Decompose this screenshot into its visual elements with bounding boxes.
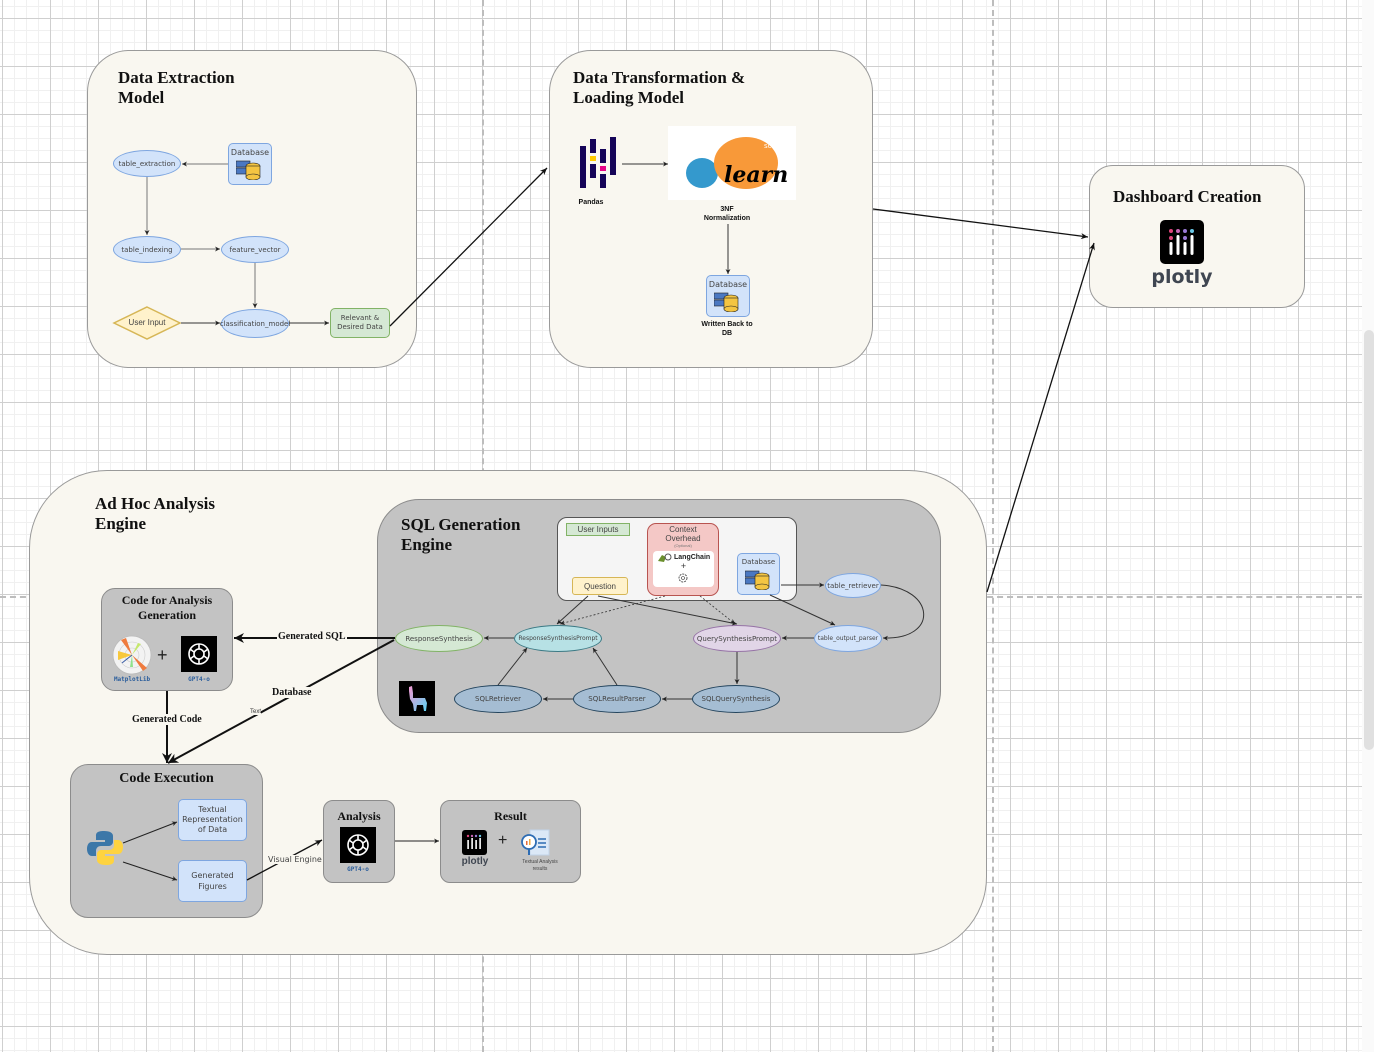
response-synthesis-prompt-node[interactable]: ResponseSynthesisPrompt (514, 625, 602, 652)
sql-engine-title: SQL Generation Engine (401, 515, 521, 554)
database-label: Database (708, 280, 748, 289)
node-label: SQLQuerySynthesis (701, 695, 771, 703)
plotly-logo-icon (462, 830, 487, 855)
user-inputs-text: User Inputs (577, 525, 619, 534)
sklearn-logo-icon: scikit learn (686, 137, 788, 189)
question-label: Question (583, 582, 617, 591)
result-panel[interactable] (440, 800, 581, 883)
sql-retriever-node[interactable]: SQLRetriever (454, 685, 542, 713)
user-input-label: User Input (128, 318, 166, 327)
document-search-icon (521, 829, 550, 856)
node-label: Textual Representation of Data (182, 805, 243, 834)
page-boundary-vertical (992, 0, 994, 1052)
normalization-label: 3NF Normalization (703, 206, 751, 222)
result-title: Result (494, 809, 527, 823)
plus-sign: + (498, 832, 508, 849)
visual-engine-label: Visual Engine (268, 855, 322, 864)
plus-sign: + (680, 561, 687, 571)
context-optional-label: (Optional) (674, 543, 692, 548)
node-label: table_extraction (118, 159, 176, 168)
database-label: Database (741, 558, 776, 566)
database-icon (236, 160, 261, 180)
node-label: SQLRetriever (475, 695, 521, 703)
classification-model-node[interactable]: classification_model (219, 309, 291, 338)
langchain-parrot-icon (658, 553, 672, 562)
sql-query-synthesis-node[interactable]: SQLQuerySynthesis (692, 685, 780, 713)
matplotlib-logo-icon (112, 635, 152, 675)
sklearn-learn-text: learn (724, 162, 788, 188)
vertical-scrollbar-thumb[interactable] (1364, 330, 1374, 750)
node-label: table_output_parser (817, 635, 879, 642)
text-edge-label: Text (250, 709, 262, 715)
database-icon (745, 570, 770, 590)
node-label: table_indexing (121, 245, 173, 254)
database-edge-label: Database (271, 687, 313, 698)
adhoc-title: Ad Hoc Analysis Engine (95, 494, 215, 533)
sklearn-logo: scikit learn (668, 126, 796, 200)
response-synthesis-node[interactable]: ResponseSynthesis (395, 625, 483, 652)
textual-analysis-label: Textual Analysis results (522, 859, 558, 872)
plus-sign: + (157, 645, 168, 665)
table-indexing-node[interactable]: table_indexing (113, 236, 181, 263)
database-label: Database (230, 148, 270, 157)
generated-figures-node[interactable]: Generated Figures (178, 860, 247, 902)
openai-logo-icon (181, 636, 217, 672)
data-transformation-title: Data Transformation & Loading Model (573, 68, 746, 107)
generated-code-label: Generated Code (131, 714, 203, 725)
node-label: SQLResultParser (588, 695, 646, 703)
langchain-label: LangChain (674, 554, 711, 561)
gpt-label: GPT4-o (347, 866, 369, 873)
question-node[interactable]: Question (572, 577, 628, 595)
user-inputs-label: User Inputs (566, 523, 630, 536)
python-logo-icon (87, 831, 123, 865)
dashboard-title: Dashboard Creation (1113, 187, 1262, 206)
node-label: ResponseSynthesisPrompt (518, 635, 598, 642)
openai-icon (678, 573, 688, 583)
code-generation-title: Code for Analysis Generation (121, 593, 213, 622)
node-label: Relevant & Desired Data (337, 314, 383, 331)
plotly-label: plotly (461, 856, 489, 867)
llamaindex-logo-icon (399, 681, 435, 716)
node-label: Generated Figures (191, 871, 234, 891)
query-synthesis-prompt-node[interactable]: QuerySynthesisPrompt (693, 625, 781, 652)
node-label: feature_vector (229, 245, 281, 254)
context-overhead-label: Context Overhead (665, 525, 701, 543)
written-back-label: Written Back to DB (701, 321, 753, 337)
edge-adhoc-to-dashboard (986, 242, 1095, 593)
node-label: classification_model (219, 319, 291, 328)
data-extraction-title: Data Extraction Model (118, 68, 235, 107)
node-label: ResponseSynthesis (405, 634, 473, 643)
analysis-title: Analysis (337, 809, 381, 823)
feature-vector-node[interactable]: feature_vector (221, 236, 289, 263)
table-extraction-node[interactable]: table_extraction (113, 150, 181, 177)
database-icon (714, 292, 739, 312)
gpt-label: GPT4-o (188, 676, 210, 683)
pandas-label: Pandas (578, 199, 604, 206)
textual-representation-node[interactable]: Textual Representation of Data (178, 799, 247, 841)
table-output-parser-node[interactable]: table_output_parser (814, 625, 882, 652)
plotly-logo-icon (1160, 220, 1204, 264)
user-input-node[interactable] (112, 306, 182, 340)
generated-sql-label: Generated SQL (277, 631, 347, 642)
openai-logo-icon (340, 827, 376, 863)
sklearn-scikit-text: scikit (764, 142, 782, 150)
code-execution-title: Code Execution (119, 771, 214, 786)
relevant-data-node[interactable]: Relevant & Desired Data (330, 308, 390, 338)
node-label: QuerySynthesisPrompt (696, 634, 778, 643)
plotly-label: plotly (1151, 266, 1213, 288)
pandas-logo-icon (580, 137, 616, 188)
edge-transformation-to-dashboard (872, 208, 1089, 240)
sql-result-parser-node[interactable]: SQLResultParser (573, 685, 661, 713)
table-retriever-node[interactable]: table_retriever (825, 573, 881, 598)
matplotlib-label: MatplotLib (113, 676, 151, 683)
node-label: table_retriever (827, 581, 879, 590)
